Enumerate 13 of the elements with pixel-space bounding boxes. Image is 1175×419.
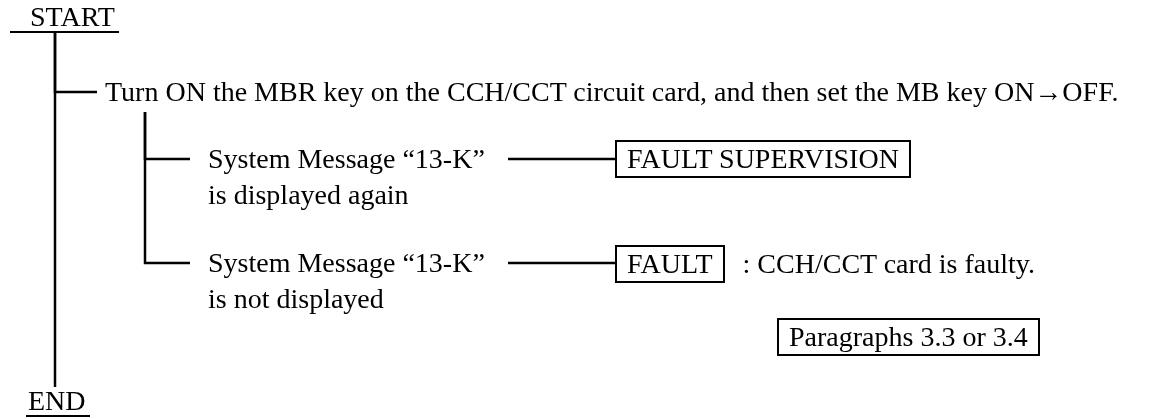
step-text: Turn ON the MBR key on the CCH/CCT circuit card, and then set the MB key ON→OFF. [97,74,1173,110]
result-box: FAULT SUPERVISION [615,140,911,178]
result-box: FAULT [615,245,725,283]
connector-line [53,33,97,94]
connector-line [143,112,190,265]
connector-line [508,157,615,161]
end-label: END [26,387,90,417]
reference-box: Paragraphs 3.3 or 3.4 [777,318,1040,356]
condition-text: System Message “13-K” is displayed again [190,141,508,213]
start-label: START [10,3,119,33]
connector-line [508,261,615,265]
note-text: : CCH/CCT card is faulty. [742,247,1035,281]
condition-text: System Message “13-K” is not displayed [190,245,508,317]
